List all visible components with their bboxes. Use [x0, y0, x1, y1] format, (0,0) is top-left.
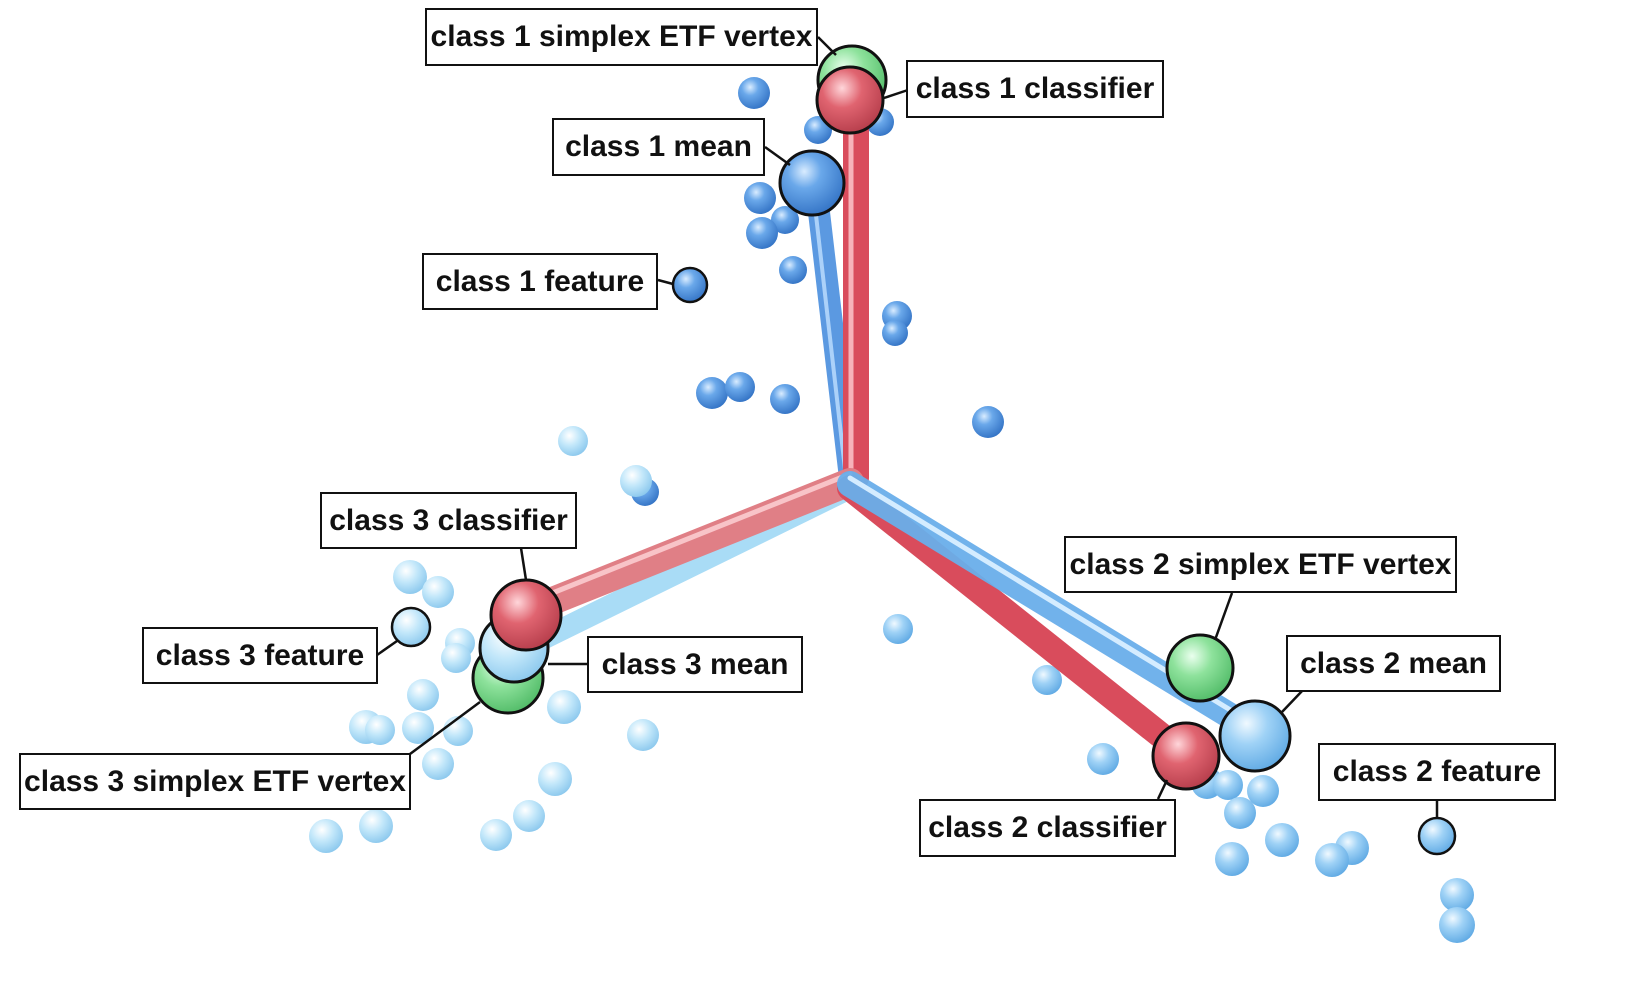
class-3-classifier-rod: [521, 468, 864, 622]
class-2-feature-point: [1032, 665, 1062, 695]
label-class-1-feature: class 1 feature: [422, 253, 658, 310]
class-3-feature-point: [407, 679, 439, 711]
class-1-mean-rod-highlight: [810, 178, 848, 480]
leader-c3-etf: [409, 700, 481, 756]
class-1-mean-sphere: [778, 149, 846, 217]
class-1-feature-point: [744, 182, 776, 214]
class-2-feature-point: [1265, 823, 1299, 857]
class-3-feature-point: [309, 819, 343, 853]
class-3-feature-point: [513, 800, 545, 832]
class-2-feature-sphere: [1417, 816, 1457, 856]
label-class-3-mean: class 3 mean: [587, 636, 803, 693]
label-class-2-classifier: class 2 classifier: [919, 799, 1176, 857]
class-1-feature-point: [770, 384, 800, 414]
class-3-feature-point: [480, 819, 512, 851]
leader-c2-etf: [1213, 592, 1234, 641]
class-3-feature-point: [443, 716, 473, 746]
class-1-feature-point: [725, 372, 755, 402]
label-class-2-feature: class 2 feature: [1318, 743, 1556, 801]
class-3-classifier-sphere: [489, 578, 563, 652]
label-class-2-mean: class 2 mean: [1286, 635, 1501, 692]
leader-c1-feature: [657, 278, 674, 286]
class-2-feature-point: [1439, 907, 1475, 943]
leader-c1-classifier: [883, 88, 909, 100]
class-1-feature-point: [696, 377, 728, 409]
class-1-feature-point: [882, 320, 908, 346]
class-3-feature-point: [620, 465, 652, 497]
class-3-feature-point: [422, 748, 454, 780]
class-2-feature-point: [1315, 843, 1349, 877]
class-3-feature-point: [558, 426, 588, 456]
leader-c2-mean: [1281, 689, 1304, 713]
class-3-feature-point: [627, 719, 659, 751]
class-2-etf-vertex: [1165, 633, 1235, 703]
class-2-feature-point: [1087, 743, 1119, 775]
class-1-feature-point: [972, 406, 1004, 438]
class-2-feature-point: [1224, 797, 1256, 829]
class-2-feature-point: [1213, 770, 1243, 800]
class-1-feature-point: [771, 206, 799, 234]
leader-c1-etf: [817, 36, 837, 56]
class-1-feature-point: [746, 217, 778, 249]
class-1-feature-point: [779, 256, 807, 284]
class-3-feature-point: [365, 715, 395, 745]
class-2-feature-point: [1215, 842, 1249, 876]
class-3-feature-sphere: [390, 606, 432, 648]
leader-c1-mean: [764, 145, 791, 167]
label-class-1-simplex-etf-vertex: class 1 simplex ETF vertex: [425, 8, 818, 66]
class-3-feature-point: [547, 690, 581, 724]
label-class-1-mean: class 1 mean: [552, 118, 765, 176]
class-3-feature-point: [359, 809, 393, 843]
vector-rods: [509, 92, 1263, 766]
class-3-feature-point: [402, 712, 434, 744]
leader-c3-feature: [376, 639, 398, 657]
class-2-feature-point: [883, 614, 913, 644]
class-2-feature-point: [1247, 775, 1279, 807]
leader-c2-classifier: [1156, 779, 1169, 800]
class-2-mean-sphere: [1218, 699, 1292, 773]
class-1-feature-sphere: [671, 266, 709, 304]
class-1-feature-point: [738, 77, 770, 109]
label-class-3-classifier: class 3 classifier: [320, 492, 577, 549]
label-class-2-simplex-etf-vertex: class 2 simplex ETF vertex: [1064, 536, 1457, 593]
leader-c3-classifier: [519, 547, 528, 581]
label-class-3-simplex-etf-vertex: class 3 simplex ETF vertex: [19, 753, 411, 810]
class-3-feature-point: [538, 762, 572, 796]
class-3-classifier-rod-highlight: [537, 471, 853, 601]
label-class-1-classifier: class 1 classifier: [906, 60, 1164, 118]
label-class-3-feature: class 3 feature: [142, 627, 378, 684]
class-2-feature-point: [1440, 878, 1474, 912]
leader-lines: [376, 36, 1439, 818]
class-3-feature-point: [441, 643, 471, 673]
class-3-feature-point: [393, 560, 427, 594]
class-3-feature-point: [422, 576, 454, 608]
class-1-classifier-sphere: [815, 65, 885, 135]
class-2-classifier-sphere: [1151, 721, 1221, 791]
